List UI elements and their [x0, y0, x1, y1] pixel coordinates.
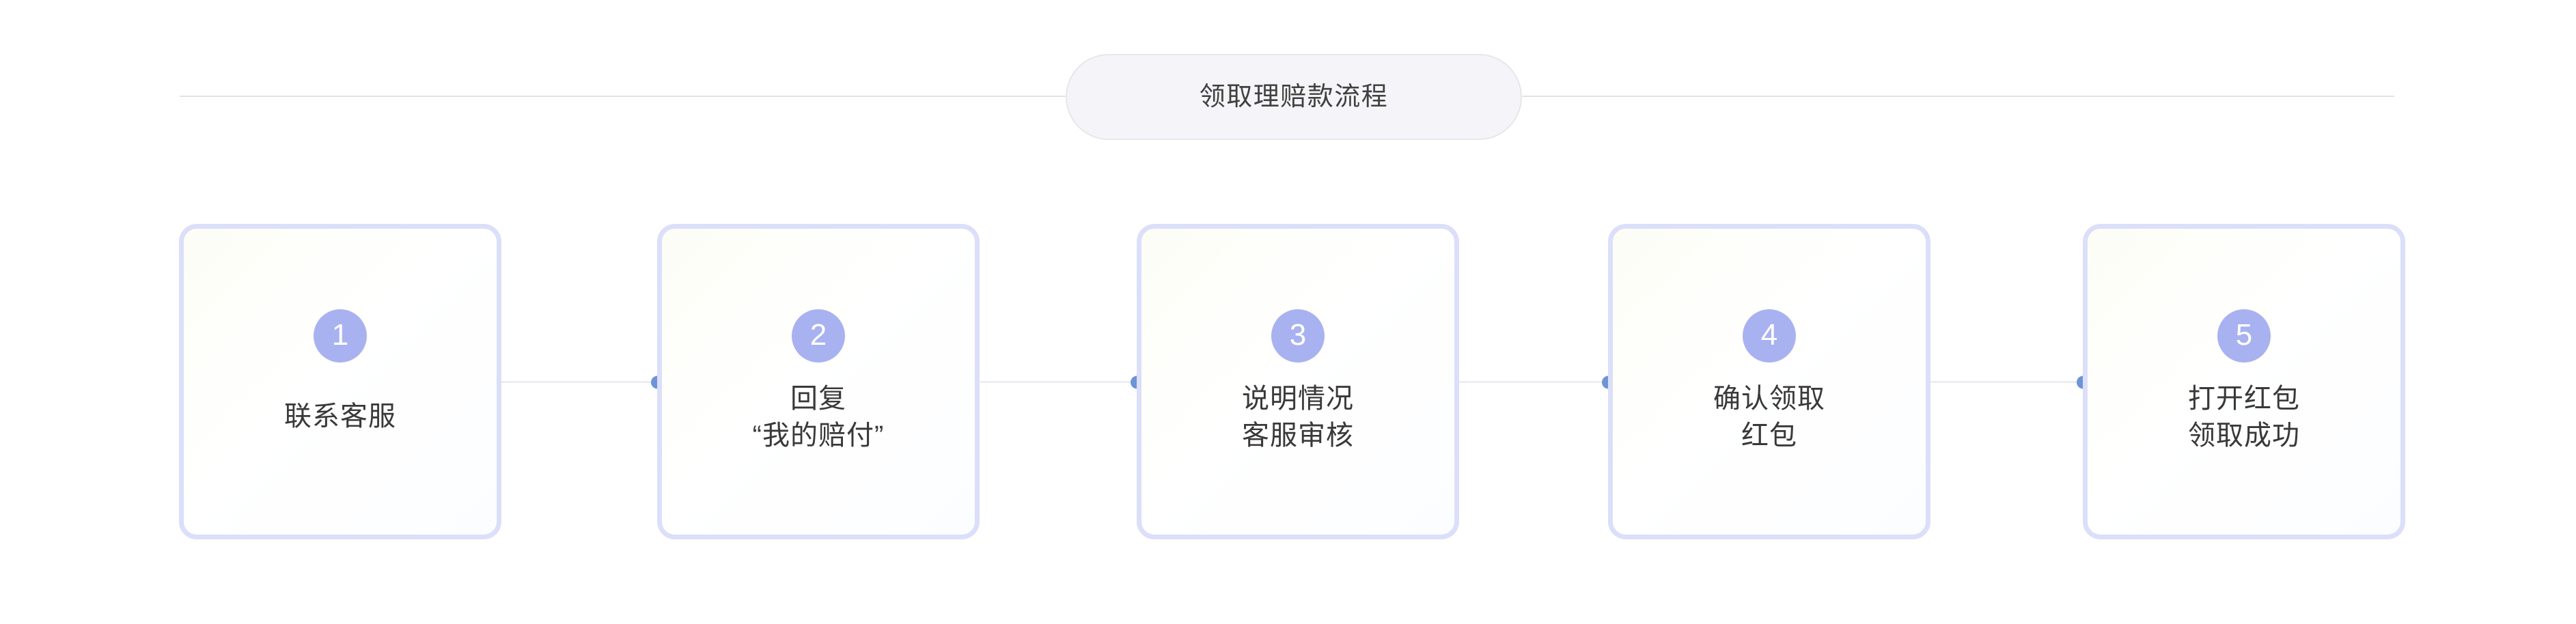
step-number-badge-3: 3 — [1271, 309, 1325, 363]
step-number-badge-5: 5 — [2217, 309, 2271, 363]
step-label-5: 打开红包 领取成功 — [2088, 380, 2400, 454]
step-number-3: 3 — [1289, 317, 1307, 352]
step-number-badge-4: 4 — [1743, 309, 1796, 363]
step-card-1[interactable]: 1 联系客服 — [179, 224, 501, 539]
connector-line — [980, 381, 1137, 383]
step-label-1: 联系客服 — [184, 398, 497, 435]
step-label-line: “我的赔付” — [752, 421, 885, 451]
connector-3-4 — [1452, 375, 1615, 388]
connector-2-3 — [980, 375, 1144, 388]
step-number-4: 4 — [1760, 317, 1778, 352]
step-card-4[interactable]: 4 确认领取 红包 — [1608, 224, 1930, 539]
connector-1-2 — [501, 375, 664, 388]
step-label-line: 回复 — [790, 384, 846, 414]
connector-line — [501, 381, 658, 383]
connector-4-5 — [1926, 375, 2090, 388]
step-label-line: 确认领取 — [1713, 384, 1825, 414]
step-label-line: 领取成功 — [2188, 421, 2300, 451]
step-number-1: 1 — [331, 317, 349, 352]
step-number-badge-2: 2 — [792, 309, 845, 363]
step-label-4: 确认领取 红包 — [1613, 380, 1926, 454]
step-label-3: 说明情况 客服审核 — [1141, 380, 1454, 454]
step-label-line: 联系客服 — [284, 401, 396, 431]
flow-header: 领取理赔款流程 — [0, 0, 2576, 178]
flow-title-pill: 领取理赔款流程 — [1066, 54, 1522, 140]
step-label-2: 回复 “我的赔付” — [662, 380, 975, 454]
step-label-line: 红包 — [1741, 421, 1797, 451]
page-title: 领取理赔款流程 — [1199, 83, 1389, 111]
step-label-line: 说明情况 — [1242, 384, 1354, 414]
connector-line — [1452, 381, 1609, 383]
step-card-2[interactable]: 2 回复 “我的赔付” — [657, 224, 980, 539]
step-label-line: 客服审核 — [1242, 421, 1354, 451]
step-number-2: 2 — [809, 317, 827, 352]
step-number-badge-1: 1 — [314, 309, 367, 363]
step-card-3[interactable]: 3 说明情况 客服审核 — [1137, 224, 1459, 539]
connector-line — [1926, 381, 2083, 383]
step-label-line: 打开红包 — [2188, 384, 2300, 414]
step-number-5: 5 — [2235, 317, 2253, 352]
step-card-5[interactable]: 5 打开红包 领取成功 — [2083, 224, 2405, 539]
